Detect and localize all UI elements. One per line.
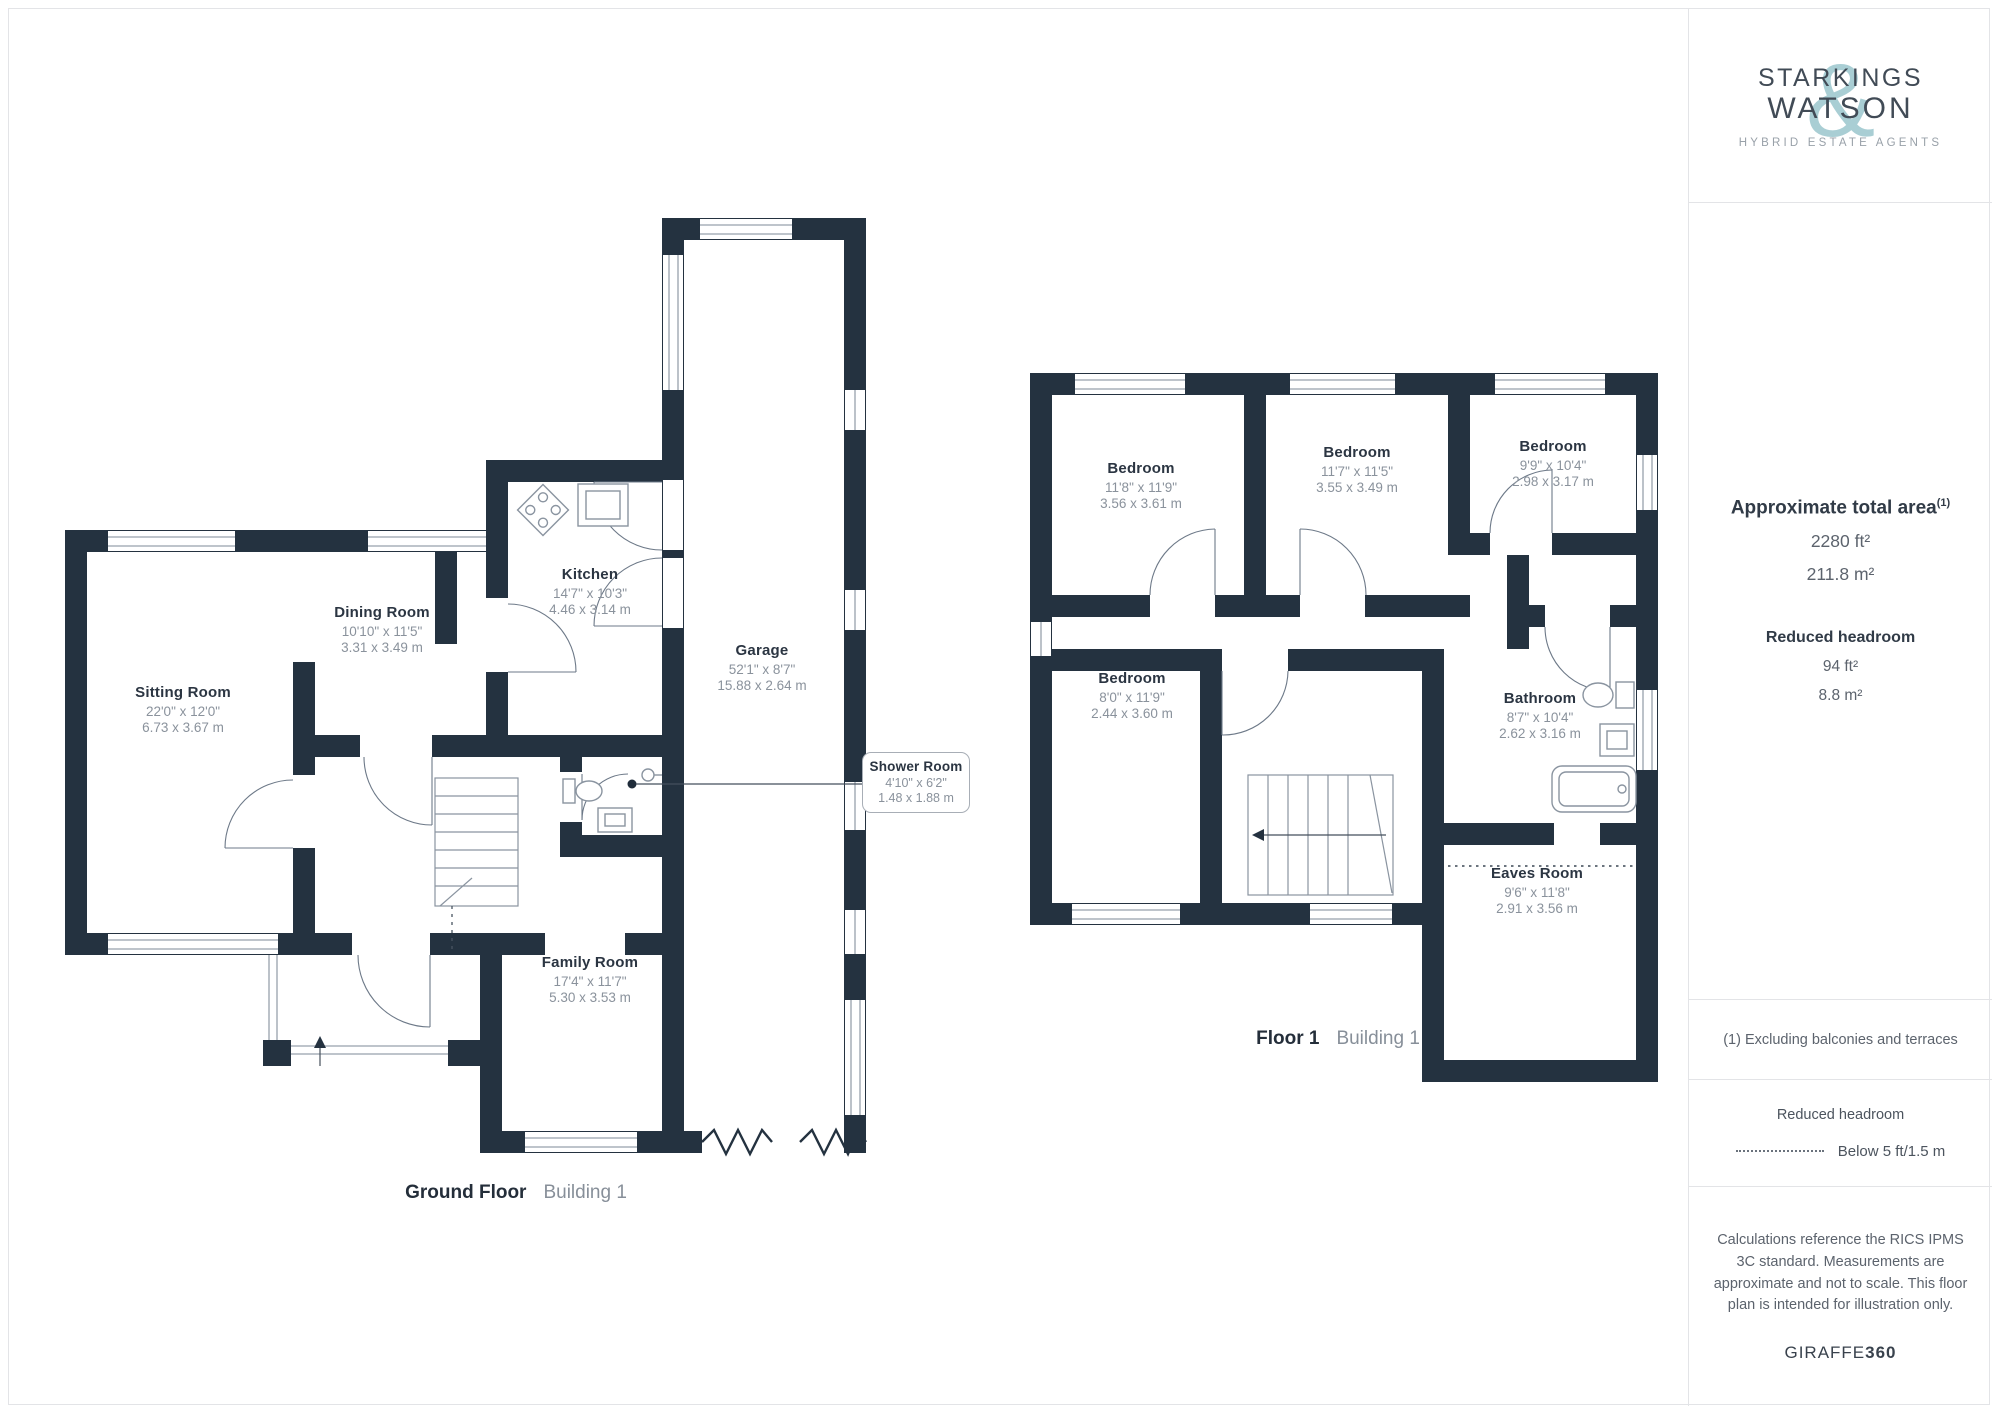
kitchen-sink-icon [577,483,629,527]
total-area-imperial: 2280 ft² [1810,531,1871,552]
info-sidebar: & STARKINGS WATSON HYBRID ESTATE AGENTS … [1688,8,1992,1406]
area-summary-section: Approximate total area(1) 2280 ft² 211.8… [1689,203,1992,1000]
room-label-kitchen: Kitchen 14'7" x 10'3" 4.46 x 3.14 m [549,566,631,617]
basin-icon [1599,723,1635,757]
legend-row: Below 5 ft/1.5 m [1735,1142,1946,1160]
wall-break-icon [799,1127,867,1157]
ampersand-icon: & [1805,42,1876,159]
ground-floor-fixtures [516,483,662,833]
room-label-family-room: Family Room 17'4" x 11'7" 5.30 x 3.53 m [541,954,639,1005]
room-label-sitting-room: Sitting Room 22'0" x 12'0" 6.73 x 3.67 m [135,684,231,735]
agency-logo: & STARKINGS WATSON HYBRID ESTATE AGENTS [1726,49,1956,153]
floor-1-stairs [1247,774,1394,896]
shower-room-callout: Shower Room 4'10" x 6'2" 1.48 x 1.88 m [862,752,970,813]
hob-icon [516,483,570,537]
wall-break-icon [701,1127,773,1157]
room-label-bathroom: Bathroom 8'7" x 10'4" 2.62 x 3.16 m [1499,690,1581,741]
toilet-icon [562,778,603,804]
room-label-bedroom-3: Bedroom 9'9" x 10'4" 2.98 x 3.17 m [1512,438,1594,489]
legend-section: Reduced headroom Below 5 ft/1.5 m [1689,1080,1992,1187]
floor-1-windows [1031,374,1657,924]
floor-1-doors [1149,469,1611,736]
agency-logo-section: & STARKINGS WATSON HYBRID ESTATE AGENTS [1689,8,1992,203]
floor-1-plan [1030,373,1658,1082]
room-label-dining-room: Dining Room 10'10" x 11'5" 3.31 x 3.49 m [334,604,430,655]
ground-floor-stairs [434,777,519,950]
room-label-eaves-room: Eaves Room 9'6" x 11'8" 2.91 x 3.56 m [1490,865,1584,916]
disclaimer-section: Calculations reference the RICS IPMS 3C … [1689,1187,1992,1406]
total-area-metric: 211.8 m² [1806,564,1875,585]
basin-icon [597,807,633,833]
reduced-headroom-title: Reduced headroom [1765,629,1916,647]
room-label-bedroom-1: Bedroom 11'8" x 11'9" 3.56 x 3.61 m [1100,460,1182,511]
room-label-bedroom-2: Bedroom 11'7" x 11'5" 3.55 x 3.49 m [1316,444,1398,495]
dotted-line-icon [1735,1150,1824,1152]
stairs-direction-arrow-icon [1252,829,1264,841]
footnote-section: (1) Excluding balconies and terraces [1689,1000,1992,1080]
legend-label: Below 5 ft/1.5 m [1837,1142,1946,1160]
ground-floor-plan [65,218,867,1157]
entrance-arrowhead-icon [314,1036,326,1048]
room-label-bedroom-4: Bedroom 8'0" x 11'9" 2.44 x 3.60 m [1091,670,1173,721]
shower-head-icon [641,768,662,782]
bathtub-icon [1551,765,1637,813]
total-area-title: Approximate total area(1) [1730,496,1951,519]
disclaimer-text: Calculations reference the RICS IPMS 3C … [1713,1232,1968,1314]
room-label-garage: Garage 52'1" x 8'7" 15.88 x 2.64 m [717,642,807,693]
agency-name: STARKINGS WATSON [1757,64,1924,125]
legend-title: Reduced headroom [1776,1106,1905,1123]
ground-floor-caption: Ground Floor Building 1 [405,1182,627,1203]
agency-tagline: HYBRID ESTATE AGENTS [1738,136,1943,149]
reduced-headroom-metric: 8.8 m² [1818,687,1863,705]
floor-1-caption: Floor 1 Building 1 [1256,1028,1420,1049]
giraffe360-watermark: GIRAFFE360 [1784,1343,1897,1362]
toilet-icon [1582,681,1635,709]
floor-1-fixtures [1448,681,1637,867]
ground-floor-windows [108,219,865,1152]
ground-floor-annotations [314,779,867,1157]
reduced-headroom-imperial: 94 ft² [1822,658,1859,676]
callout-anchor-dot [627,779,637,789]
footnote-text: (1) Excluding balconies and terraces [1723,1031,1958,1048]
